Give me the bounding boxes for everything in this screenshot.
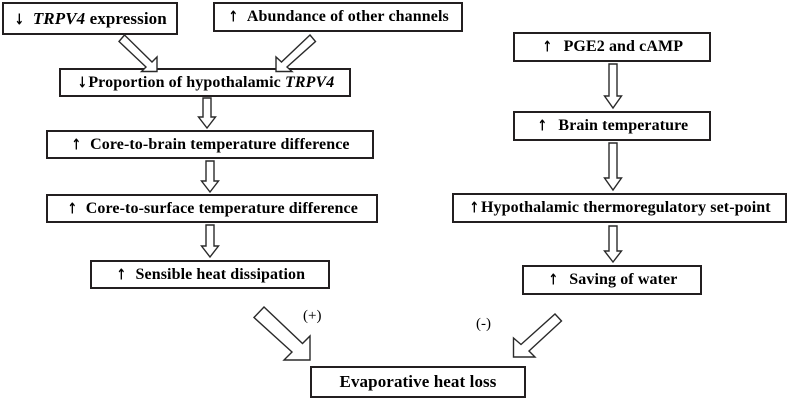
node-label: ↓Proportion of hypothalamic TRPV4: [76, 74, 335, 92]
node-text-plain: Core-to-surface temperature difference: [85, 199, 358, 217]
node-pge2-and-camp: ↑ PGE2 and cAMP: [513, 32, 711, 62]
up-arrow-icon: ↑: [116, 265, 127, 283]
node-label: ↑ Sensible heat dissipation: [115, 266, 305, 284]
node-text-plain: Saving of water: [569, 271, 678, 288]
node-label: Evaporative heat loss: [339, 372, 497, 391]
node-label: ↑ PGE2 and cAMP: [541, 38, 683, 56]
arrow-setpoint-to-saving-of-water: [603, 225, 623, 264]
node-label: ↑ Abundance of other channels: [227, 8, 449, 26]
node-saving-of-water: ↑ Saving of water: [522, 265, 702, 295]
edge-label-positive: (+): [303, 308, 322, 324]
node-text-plain: Proportion of hypothalamic: [88, 73, 285, 91]
node-label: ↑Hypothalamic thermoregulatory set-point: [468, 198, 771, 217]
up-arrow-icon: ↑: [469, 198, 480, 217]
node-text-plain: Core-to-brain temperature difference: [90, 135, 350, 153]
node-label: ↑ Saving of water: [547, 271, 678, 289]
node-proportion-hypothalamic-trpv4: ↓Proportion of hypothalamic TRPV4: [59, 68, 351, 97]
node-text-italic: TRPV4: [284, 73, 335, 91]
arrow-core-to-brain-to-core-to-surface: [200, 160, 220, 194]
node-evaporative-heat-loss: Evaporative heat loss: [310, 366, 526, 398]
up-arrow-icon: ↑: [67, 199, 78, 217]
node-text-plain: Hypothalamic thermoregulatory set-point: [480, 199, 771, 216]
up-arrow-icon: ↑: [542, 37, 553, 56]
down-arrow-icon: ↓: [14, 10, 25, 28]
node-label: ↑ Core-to-brain temperature difference: [70, 135, 350, 154]
arrow-proportion-to-core-to-brain: [197, 97, 217, 130]
node-core-to-surface-temperature-difference: ↑ Core-to-surface temperature difference: [46, 194, 378, 223]
edge-label-negative: (-): [476, 316, 491, 332]
up-arrow-icon: ↑: [537, 116, 548, 135]
arrow-core-to-surface-to-sensible-heat: [200, 224, 220, 259]
node-trpv4-expression: ↓ TRPV4 expression: [2, 2, 178, 35]
node-text-italic: TRPV4: [32, 8, 86, 28]
node-text-plain: Brain temperature: [558, 117, 689, 134]
arrow-brain-temperature-to-setpoint: [603, 142, 623, 192]
node-text-plain: PGE2 and cAMP: [563, 38, 684, 55]
arrow-sensible-heat-to-evaporative-positive: [252, 306, 311, 361]
node-label: ↑ Brain temperature: [536, 117, 689, 135]
node-brain-temperature: ↑ Brain temperature: [513, 111, 711, 141]
node-text-plain: expression: [85, 8, 167, 28]
arrow-trpv4-to-proportion: [118, 33, 158, 73]
up-arrow-icon: ↑: [547, 270, 558, 289]
node-sensible-heat-dissipation: ↑ Sensible heat dissipation: [90, 260, 330, 289]
arrow-saving-of-water-to-evaporative-negative: [512, 313, 563, 358]
node-abundance-other-channels: ↑ Abundance of other channels: [213, 2, 463, 32]
up-arrow-icon: ↑: [71, 135, 82, 153]
down-arrow-icon: ↓: [77, 73, 87, 91]
arrow-abundance-to-proportion: [275, 33, 317, 73]
node-hypothalamic-thermoregulatory-set-point: ↑Hypothalamic thermoregulatory set-point: [452, 193, 787, 223]
up-arrow-icon: ↑: [228, 7, 239, 26]
node-core-to-brain-temperature-difference: ↑ Core-to-brain temperature difference: [46, 130, 374, 159]
node-label: ↑ Core-to-surface temperature difference: [66, 200, 358, 218]
node-text-plain: Abundance of other channels: [246, 8, 449, 25]
node-text-plain: Sensible heat dissipation: [135, 265, 306, 283]
node-label: ↓ TRPV4 expression: [13, 9, 167, 29]
arrow-pge2-to-brain-temperature: [603, 63, 623, 110]
